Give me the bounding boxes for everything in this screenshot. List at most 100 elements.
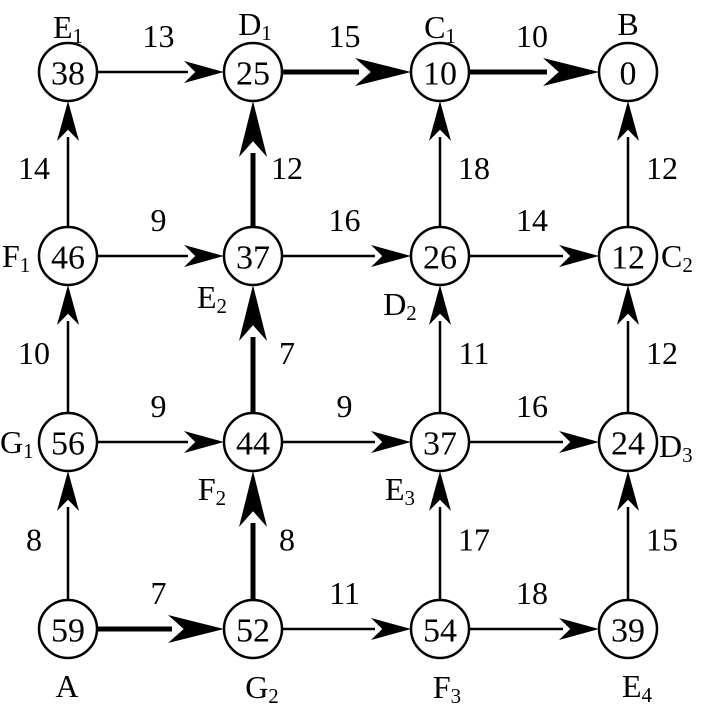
node-d3-circle bbox=[597, 411, 659, 473]
arrowhead-e2-to-d1 bbox=[239, 101, 267, 157]
node-d3-label-subscript: 3 bbox=[682, 443, 693, 467]
node-f3-label-letter: F bbox=[433, 669, 451, 705]
arrowhead-c2-to-b bbox=[617, 101, 639, 141]
node-f1-value: 46 bbox=[51, 240, 85, 277]
node-g2-circle bbox=[222, 598, 284, 660]
node-e1-value: 38 bbox=[51, 56, 85, 93]
edge-weight-g2-to-f2: 8 bbox=[279, 522, 295, 558]
node-d1-label-subscript: 1 bbox=[261, 21, 272, 45]
node-e4-label-letter: E bbox=[622, 668, 642, 704]
arrowhead-e1-to-d1 bbox=[184, 61, 224, 83]
node-a-circle bbox=[37, 598, 99, 660]
edge-weight-f3-to-e3: 17 bbox=[458, 522, 490, 558]
node-f1-label: F1 bbox=[2, 238, 30, 277]
node-c2-label-letter: C bbox=[661, 238, 682, 274]
edge-weight-f3-to-e4: 18 bbox=[516, 575, 548, 611]
node-e2-value: 37 bbox=[236, 240, 270, 277]
node-f3-circle bbox=[409, 598, 471, 660]
node-d2-label: D2 bbox=[383, 286, 417, 325]
node-d2-value: 26 bbox=[423, 240, 457, 277]
arrowhead-e3-to-d3 bbox=[559, 431, 599, 453]
arrowhead-f1-to-e2 bbox=[184, 245, 224, 267]
edge-weight-f1-to-e1: 14 bbox=[18, 150, 50, 186]
arrowhead-f2-to-e3 bbox=[371, 431, 411, 453]
node-g2-value: 52 bbox=[236, 613, 270, 650]
edge-weight-g1-to-f1: 10 bbox=[18, 335, 50, 371]
node-f3-value: 54 bbox=[423, 613, 457, 650]
edge-weight-a-to-g2: 7 bbox=[151, 575, 167, 611]
arrowhead-a-to-g2 bbox=[168, 615, 224, 643]
node-e3-label-subscript: 3 bbox=[405, 486, 416, 510]
node-e2-circle bbox=[222, 225, 284, 287]
arrowhead-c1-to-b bbox=[543, 58, 599, 86]
node-e2-label-subscript: 2 bbox=[217, 294, 228, 318]
node-e1-label: E1 bbox=[53, 9, 83, 48]
node-d1-label-letter: D bbox=[238, 6, 261, 42]
node-e3-circle bbox=[409, 411, 471, 473]
node-f2-label-subscript: 2 bbox=[216, 486, 227, 510]
edge-weight-e3-to-d3: 16 bbox=[516, 388, 548, 424]
node-a-label-letter: A bbox=[55, 668, 78, 704]
edge-weight-f2-to-e2: 7 bbox=[279, 335, 295, 371]
node-e3-label-letter: E bbox=[385, 471, 405, 507]
node-b-label-letter: B bbox=[617, 6, 638, 42]
arrowhead-g1-to-f1 bbox=[57, 285, 79, 325]
node-e1-label-letter: E bbox=[53, 9, 73, 45]
node-d2-label-subscript: 2 bbox=[406, 301, 417, 325]
node-c2-label: C2 bbox=[661, 238, 693, 277]
node-g1-label: G1 bbox=[0, 424, 34, 463]
edge-weight-e2-to-d2: 16 bbox=[329, 202, 361, 238]
node-f2-value: 44 bbox=[236, 426, 270, 463]
edge-weight-g2-to-f3: 11 bbox=[329, 575, 360, 611]
arrowhead-f1-to-e1 bbox=[57, 101, 79, 141]
node-c2-circle bbox=[597, 225, 659, 287]
node-f2-circle bbox=[222, 411, 284, 473]
node-d1-circle bbox=[222, 41, 284, 103]
node-c2-value: 12 bbox=[611, 240, 645, 277]
node-d3-value: 24 bbox=[611, 426, 645, 463]
arrowhead-g2-to-f2 bbox=[239, 471, 267, 527]
node-c1-circle bbox=[409, 41, 471, 103]
node-d2-label-letter: D bbox=[383, 286, 406, 322]
edge-weight-f1-to-e2: 9 bbox=[151, 202, 167, 238]
edge-weight-g1-to-f2: 9 bbox=[151, 388, 167, 424]
arrowhead-g1-to-f2 bbox=[184, 431, 224, 453]
node-g2-label-subscript: 2 bbox=[268, 684, 279, 707]
edge-weight-c1-to-b: 10 bbox=[516, 18, 548, 54]
node-e3-value: 37 bbox=[423, 426, 457, 463]
node-d3-label-letter: D bbox=[659, 428, 682, 464]
arrowhead-f2-to-e2 bbox=[239, 285, 267, 341]
edge-weight-d1-to-c1: 15 bbox=[329, 18, 361, 54]
edge-weight-d2-to-c1: 18 bbox=[458, 150, 490, 186]
node-g1-circle bbox=[37, 411, 99, 473]
node-e2-label: E2 bbox=[197, 279, 227, 318]
node-g1-value: 56 bbox=[51, 426, 85, 463]
edge-weight-e1-to-d1: 13 bbox=[143, 18, 175, 54]
node-d1-label: D1 bbox=[238, 6, 272, 45]
node-c1-value: 10 bbox=[423, 56, 457, 93]
node-e4-label: E4 bbox=[622, 668, 653, 707]
node-e4-value: 39 bbox=[611, 613, 645, 650]
node-d3-label: D3 bbox=[659, 428, 693, 467]
edges-layer bbox=[57, 58, 639, 643]
node-f2-label: F2 bbox=[198, 471, 226, 510]
node-b-value: 0 bbox=[620, 56, 637, 93]
node-e4-circle bbox=[597, 598, 659, 660]
node-c1-label-letter: C bbox=[424, 9, 445, 45]
arrowhead-e2-to-d2 bbox=[371, 245, 411, 267]
node-e1-label-subscript: 1 bbox=[73, 24, 84, 48]
node-c2-label-subscript: 2 bbox=[682, 253, 693, 277]
node-f3-label-subscript: 3 bbox=[451, 684, 462, 707]
edge-weight-e2-to-d1: 12 bbox=[271, 150, 303, 186]
node-g2-label: G2 bbox=[245, 669, 279, 707]
arrowhead-d2-to-c2 bbox=[559, 245, 599, 267]
edge-weight-e4-to-d3: 15 bbox=[646, 522, 678, 558]
edge-weight-c2-to-b: 12 bbox=[646, 150, 678, 186]
edge-weight-a-to-g1: 8 bbox=[26, 522, 42, 558]
edge-weight-d2-to-c2: 14 bbox=[516, 202, 548, 238]
node-g1-label-letter: G bbox=[0, 424, 23, 460]
arrowhead-e4-to-d3 bbox=[617, 471, 639, 511]
